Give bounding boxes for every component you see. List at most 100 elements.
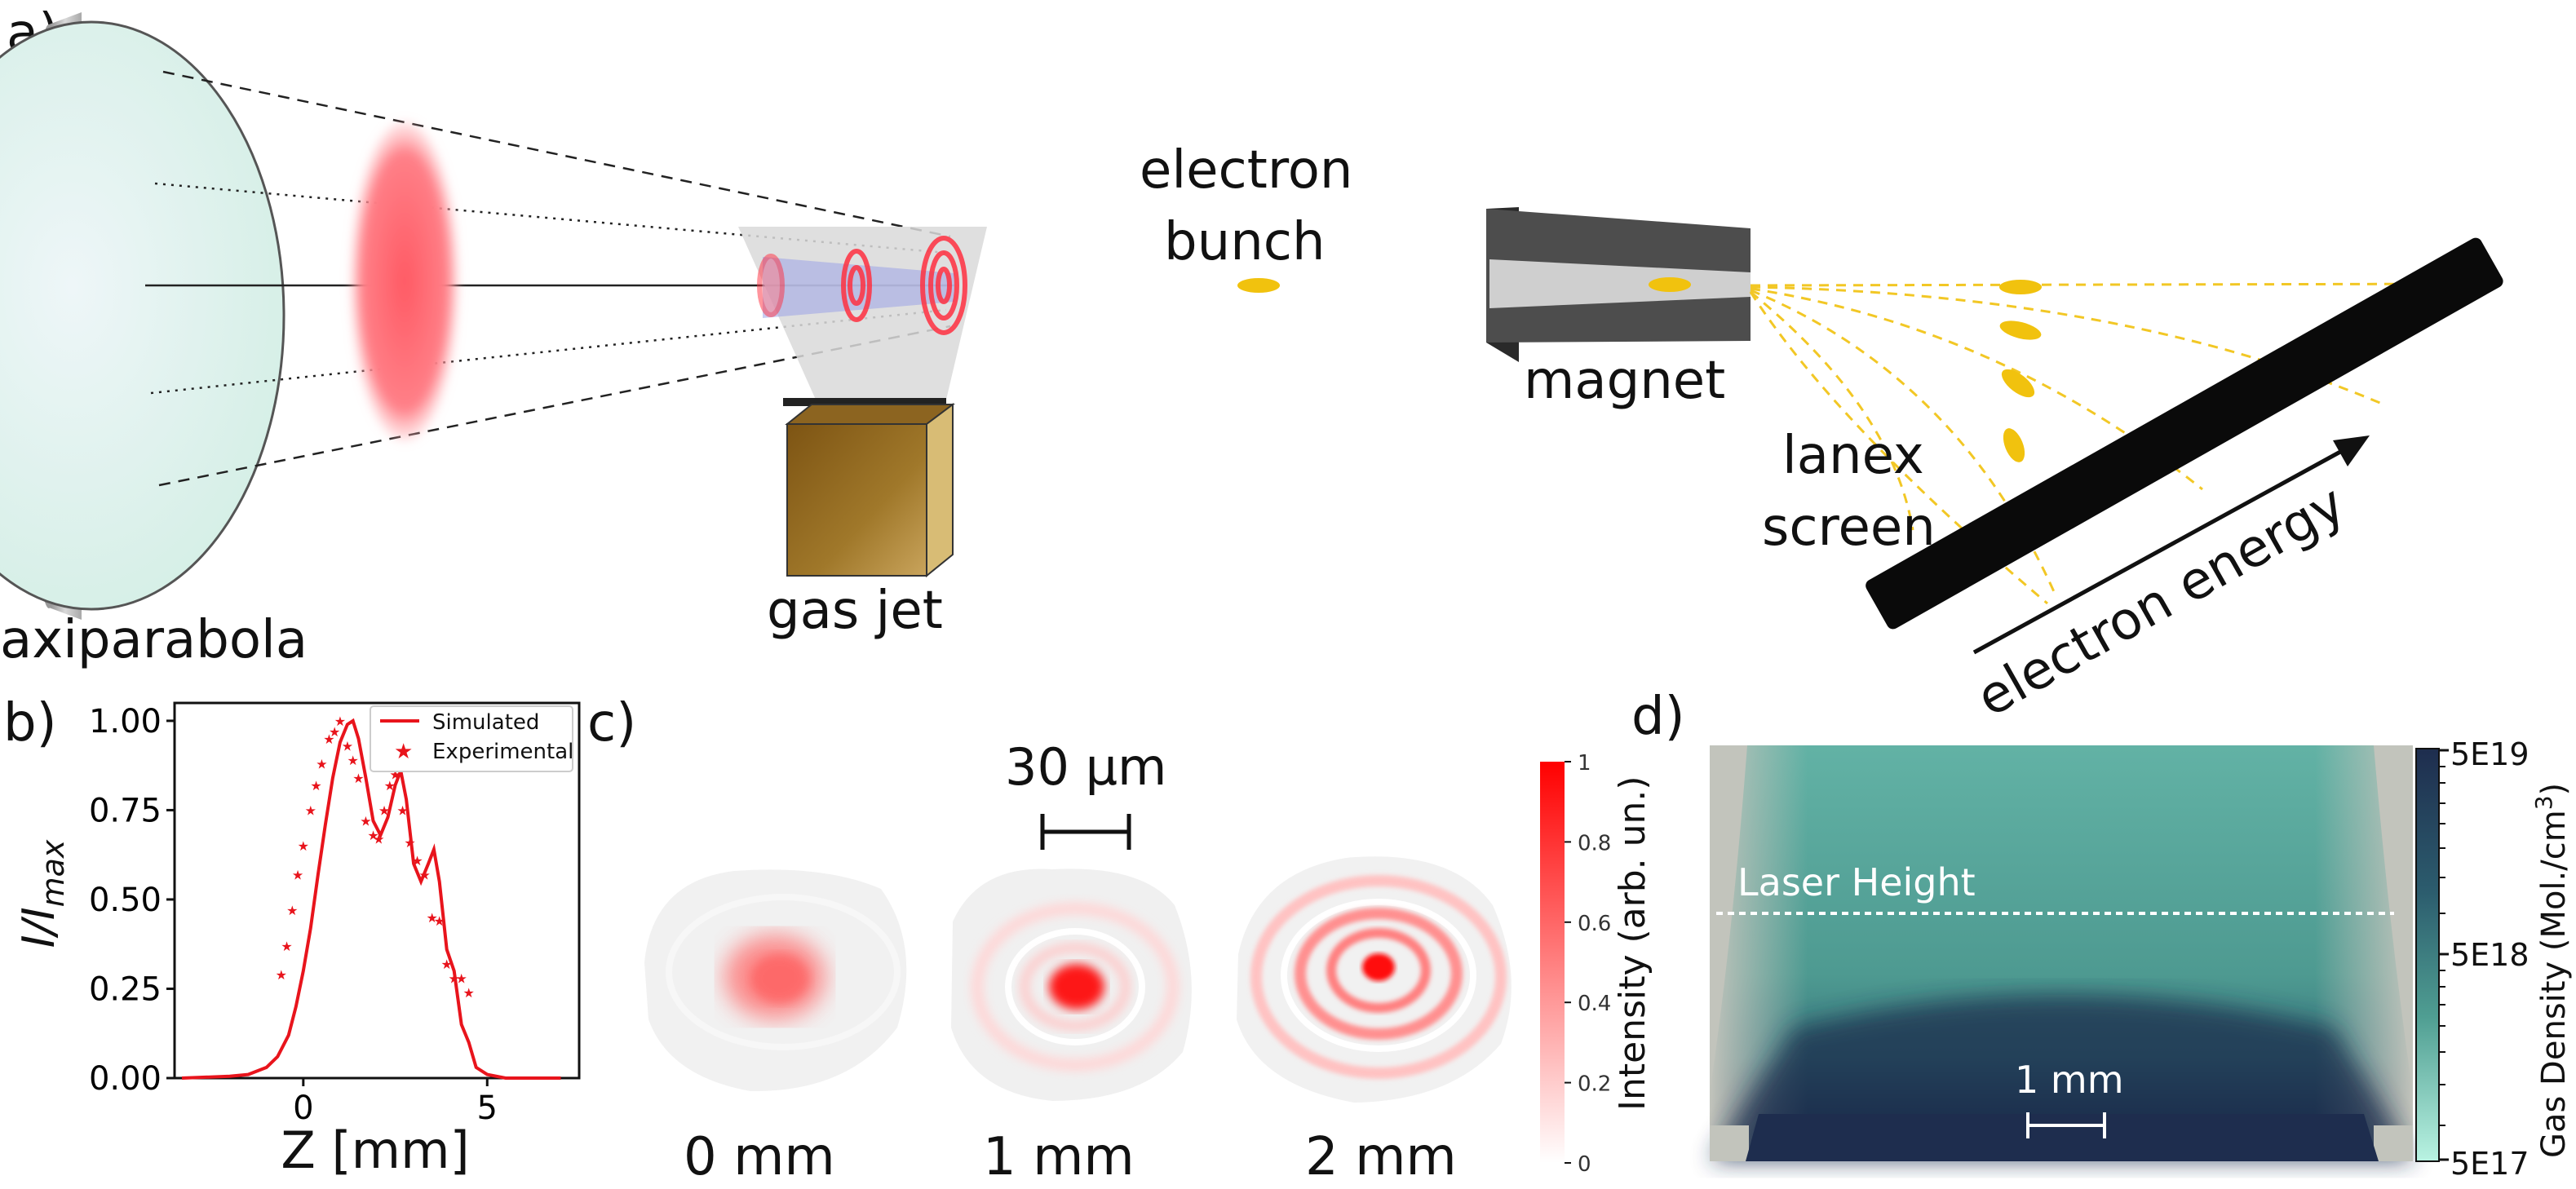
electron-bunch bbox=[1237, 278, 1280, 293]
panel-c-label: c) bbox=[587, 693, 636, 754]
experimental-point: ★ bbox=[456, 970, 467, 986]
d-cbar-tick-top: 5E19 bbox=[2450, 736, 2530, 772]
b-ytick-label: 1.00 bbox=[89, 703, 162, 740]
d-colorbar-minor-ticks bbox=[2439, 766, 2445, 1126]
experimental-point: ★ bbox=[305, 802, 316, 818]
b-xtick-label: 0 bbox=[293, 1090, 313, 1127]
b-y-axis-label: I/Imax bbox=[13, 839, 71, 948]
experimental-points: ★★★★★★★★★★★★★★★★★★★★★★★★★★★★★★ bbox=[276, 714, 475, 1001]
experimental-point: ★ bbox=[411, 853, 423, 869]
profile-0mm-label: 0 mm bbox=[684, 1127, 835, 1187]
experimental-point: ★ bbox=[281, 939, 292, 954]
svg-text:I/Imax: I/Imax bbox=[13, 839, 71, 948]
ylabel-main: I/I bbox=[13, 907, 64, 948]
experimental-point: ★ bbox=[367, 828, 378, 843]
profile-2mm-label: 2 mm bbox=[1305, 1127, 1457, 1187]
experimental-point: ★ bbox=[384, 778, 396, 793]
b-ytick-label: 0.50 bbox=[89, 882, 162, 919]
profile-1mm-label: 1 mm bbox=[983, 1127, 1135, 1187]
ylabel-sub: max bbox=[35, 839, 71, 907]
experimental-point: ★ bbox=[286, 903, 298, 918]
electron-energy-arrow: electron energy bbox=[1967, 435, 2370, 729]
magnet-label: magnet bbox=[1524, 351, 1725, 411]
experimental-point: ★ bbox=[329, 724, 340, 740]
lanex-screen-label-2: screen bbox=[1762, 497, 1936, 558]
experimental-point: ★ bbox=[360, 814, 371, 829]
axiparabola-label: axiparabola bbox=[0, 610, 308, 670]
d-scalebar bbox=[2026, 1112, 2106, 1138]
experimental-point: ★ bbox=[310, 778, 321, 793]
experimental-point: ★ bbox=[342, 739, 353, 754]
c-colorbar-ticks: 1 0.8 0.6 0.4 0.2 0 bbox=[1565, 751, 1611, 1177]
profile-0mm bbox=[644, 869, 907, 1092]
experimental-point: ★ bbox=[352, 771, 364, 786]
b-x-axis-label: Z [mm] bbox=[281, 1120, 469, 1180]
d-colorbar bbox=[2415, 748, 2440, 1162]
gas-jet-block bbox=[783, 398, 955, 578]
experimental-point: ★ bbox=[396, 802, 408, 818]
b-y-ticks: 0.00 0.25 0.50 0.75 1.00 bbox=[89, 703, 175, 1098]
experimental-point: ★ bbox=[433, 913, 445, 929]
experimental-point: ★ bbox=[463, 985, 475, 1001]
c-cbar-tick-label: 0.4 bbox=[1578, 992, 1611, 1016]
c-cbar-tick-label: 1 bbox=[1578, 751, 1591, 776]
b-ytick-label: 0.00 bbox=[89, 1060, 162, 1098]
d-cbar-tick-mid: 5E18 bbox=[2450, 937, 2530, 973]
experimental-point: ★ bbox=[441, 957, 453, 972]
c-colorbar bbox=[1540, 762, 1565, 1163]
experimental-point: ★ bbox=[298, 838, 309, 854]
experimental-point: ★ bbox=[404, 835, 415, 851]
experimental-point: ★ bbox=[449, 970, 460, 986]
experimental-point: ★ bbox=[426, 910, 437, 926]
axiparabola-mirror bbox=[0, 12, 285, 620]
b-legend: Simulated ★ Experimental bbox=[370, 705, 573, 772]
panel-a: a) bbox=[0, 3, 2503, 729]
gas-density-map bbox=[1710, 745, 2414, 1161]
laser-height-label: Laser Height bbox=[1737, 860, 1976, 904]
panel-d: d) Laser Height 1 mm bbox=[1631, 687, 2573, 1182]
c-scalebar-label: 30 µm bbox=[1005, 737, 1166, 797]
c-cbar-tick-label: 0 bbox=[1578, 1152, 1591, 1177]
simulated-curve bbox=[181, 718, 561, 1080]
electron-bunch-label-1: electron bbox=[1140, 140, 1352, 201]
profile-2mm bbox=[1237, 856, 1512, 1103]
experimental-point: ★ bbox=[373, 831, 384, 846]
panel-d-label: d) bbox=[1631, 687, 1685, 747]
experimental-point: ★ bbox=[292, 867, 303, 882]
experimental-point: ★ bbox=[378, 802, 390, 818]
d-colorbar-major-ticks bbox=[2439, 749, 2449, 1161]
experimental-point: ★ bbox=[418, 867, 430, 882]
c-colorbar-label: Intensity (arb. un.) bbox=[1612, 776, 1653, 1111]
electron-bunch-label-2: bunch bbox=[1164, 212, 1326, 272]
profile-1mm bbox=[951, 869, 1192, 1101]
c-cbar-tick-label: 0.6 bbox=[1578, 912, 1611, 936]
d-cbar-label-sup: 3 bbox=[2530, 795, 2557, 810]
legend-experimental-swatch: ★ bbox=[394, 740, 413, 764]
experimental-point: ★ bbox=[316, 756, 327, 771]
panel-c: c) 30 µm bbox=[587, 693, 1653, 1187]
focal-rings bbox=[757, 236, 967, 335]
lanex-screen bbox=[1866, 237, 2503, 630]
experimental-point: ★ bbox=[347, 753, 359, 768]
plot-b-frame bbox=[173, 701, 581, 1080]
experimental-point: ★ bbox=[276, 967, 287, 983]
laser-pulse bbox=[351, 122, 458, 441]
plasma-channel bbox=[763, 257, 954, 318]
deflected-bunches bbox=[1999, 280, 2042, 462]
lanex-screen-label-1: lanex bbox=[1782, 426, 1924, 486]
b-ytick-label: 0.25 bbox=[89, 970, 162, 1008]
d-cbar-label-end: ) bbox=[2535, 783, 2573, 796]
d-scalebar-label: 1 mm bbox=[2015, 1058, 2124, 1102]
c-cbar-tick-label: 0.8 bbox=[1578, 831, 1611, 855]
c-scalebar bbox=[1040, 814, 1131, 850]
b-xtick-label: 5 bbox=[477, 1090, 498, 1127]
d-colorbar-label: Gas Density (Mol./cm3) bbox=[2530, 783, 2573, 1158]
b-ytick-label: 0.75 bbox=[89, 792, 162, 829]
magnet bbox=[1486, 207, 1751, 362]
legend-experimental-label: Experimental bbox=[432, 740, 573, 764]
c-cbar-tick-label: 0.2 bbox=[1578, 1072, 1611, 1097]
d-cbar-label-main: Gas Density (Mol./cm bbox=[2535, 810, 2573, 1158]
d-cbar-tick-bottom: 5E17 bbox=[2450, 1146, 2530, 1182]
